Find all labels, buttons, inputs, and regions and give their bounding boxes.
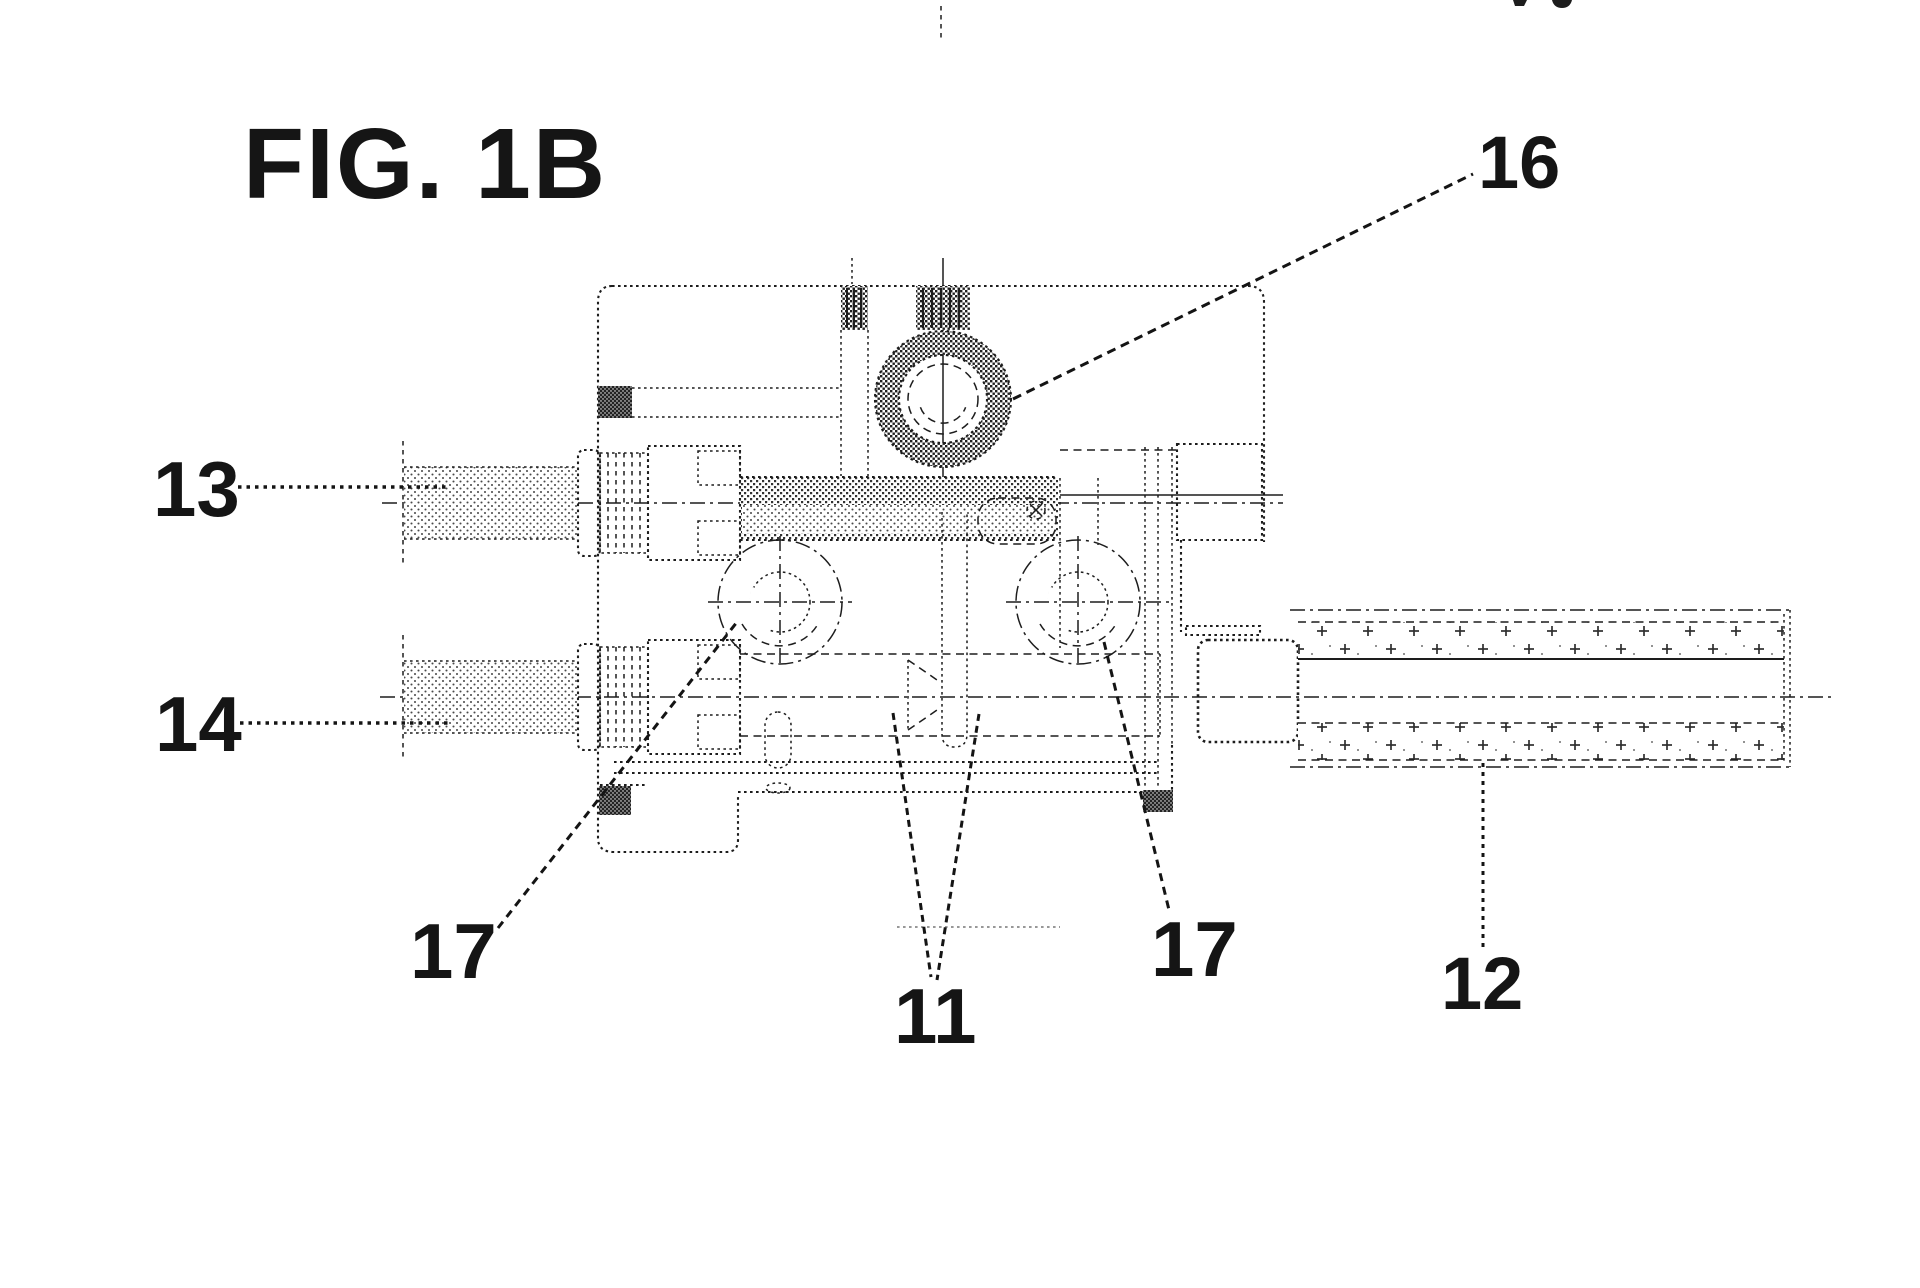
gland-seal	[697, 450, 741, 486]
gland-retainer	[646, 638, 742, 756]
inlet-shaft-14	[402, 635, 742, 759]
right-step-bar	[1184, 624, 1262, 637]
spool-slot	[977, 497, 1057, 545]
piston-rod-12	[1290, 609, 1791, 768]
threaded-port-caps	[841, 286, 970, 330]
gland-seal	[697, 644, 741, 680]
vertical-passage	[764, 512, 968, 794]
upper-spool-band	[740, 475, 1058, 545]
port-circle-left-17	[708, 536, 852, 668]
leader-lines	[238, 172, 1485, 981]
pin-slot	[764, 711, 792, 769]
cropped-numeral-fragment	[1513, 0, 1572, 8]
left-port-seal-block	[598, 386, 632, 418]
gland-seal	[697, 520, 741, 556]
lower-spool	[740, 653, 1161, 928]
ref-label-17-left: 17	[410, 907, 497, 995]
spool-pin-hole	[1026, 500, 1046, 520]
ref-label-17-right: 17	[1151, 905, 1238, 993]
right-boss	[1175, 442, 1264, 542]
leader-line-11-right	[935, 713, 981, 981]
body-left-edge-and-foot	[596, 284, 740, 854]
gland-seal	[697, 714, 741, 750]
ref-label-14: 14	[155, 680, 242, 768]
ref-label-16: 16	[1478, 121, 1560, 204]
leader-line-11-left	[891, 712, 933, 978]
inlet-shaft-13	[402, 441, 742, 565]
internal-channels	[632, 330, 869, 476]
leader-line-17-left	[496, 621, 739, 929]
leader-line-17-right	[1102, 641, 1171, 911]
ref-label-12: 12	[1441, 942, 1523, 1025]
right-interior-walls	[1059, 447, 1283, 788]
ref-label-13: 13	[153, 445, 240, 533]
body-top-and-right-edge	[612, 284, 1266, 542]
valve-body-outline	[596, 284, 1266, 854]
slot-bottom-trace	[765, 782, 791, 794]
figure-title: FIG. 1B	[243, 108, 607, 220]
port-circle-right-17	[1006, 536, 1172, 668]
gland-retainer	[646, 444, 742, 562]
rod-coupling-block	[1196, 638, 1300, 744]
bearing-ring-16	[873, 329, 1013, 469]
ref-label-11: 11	[894, 972, 976, 1060]
leader-line-16	[1012, 172, 1474, 401]
bottom-right-seal-block	[1143, 790, 1173, 812]
